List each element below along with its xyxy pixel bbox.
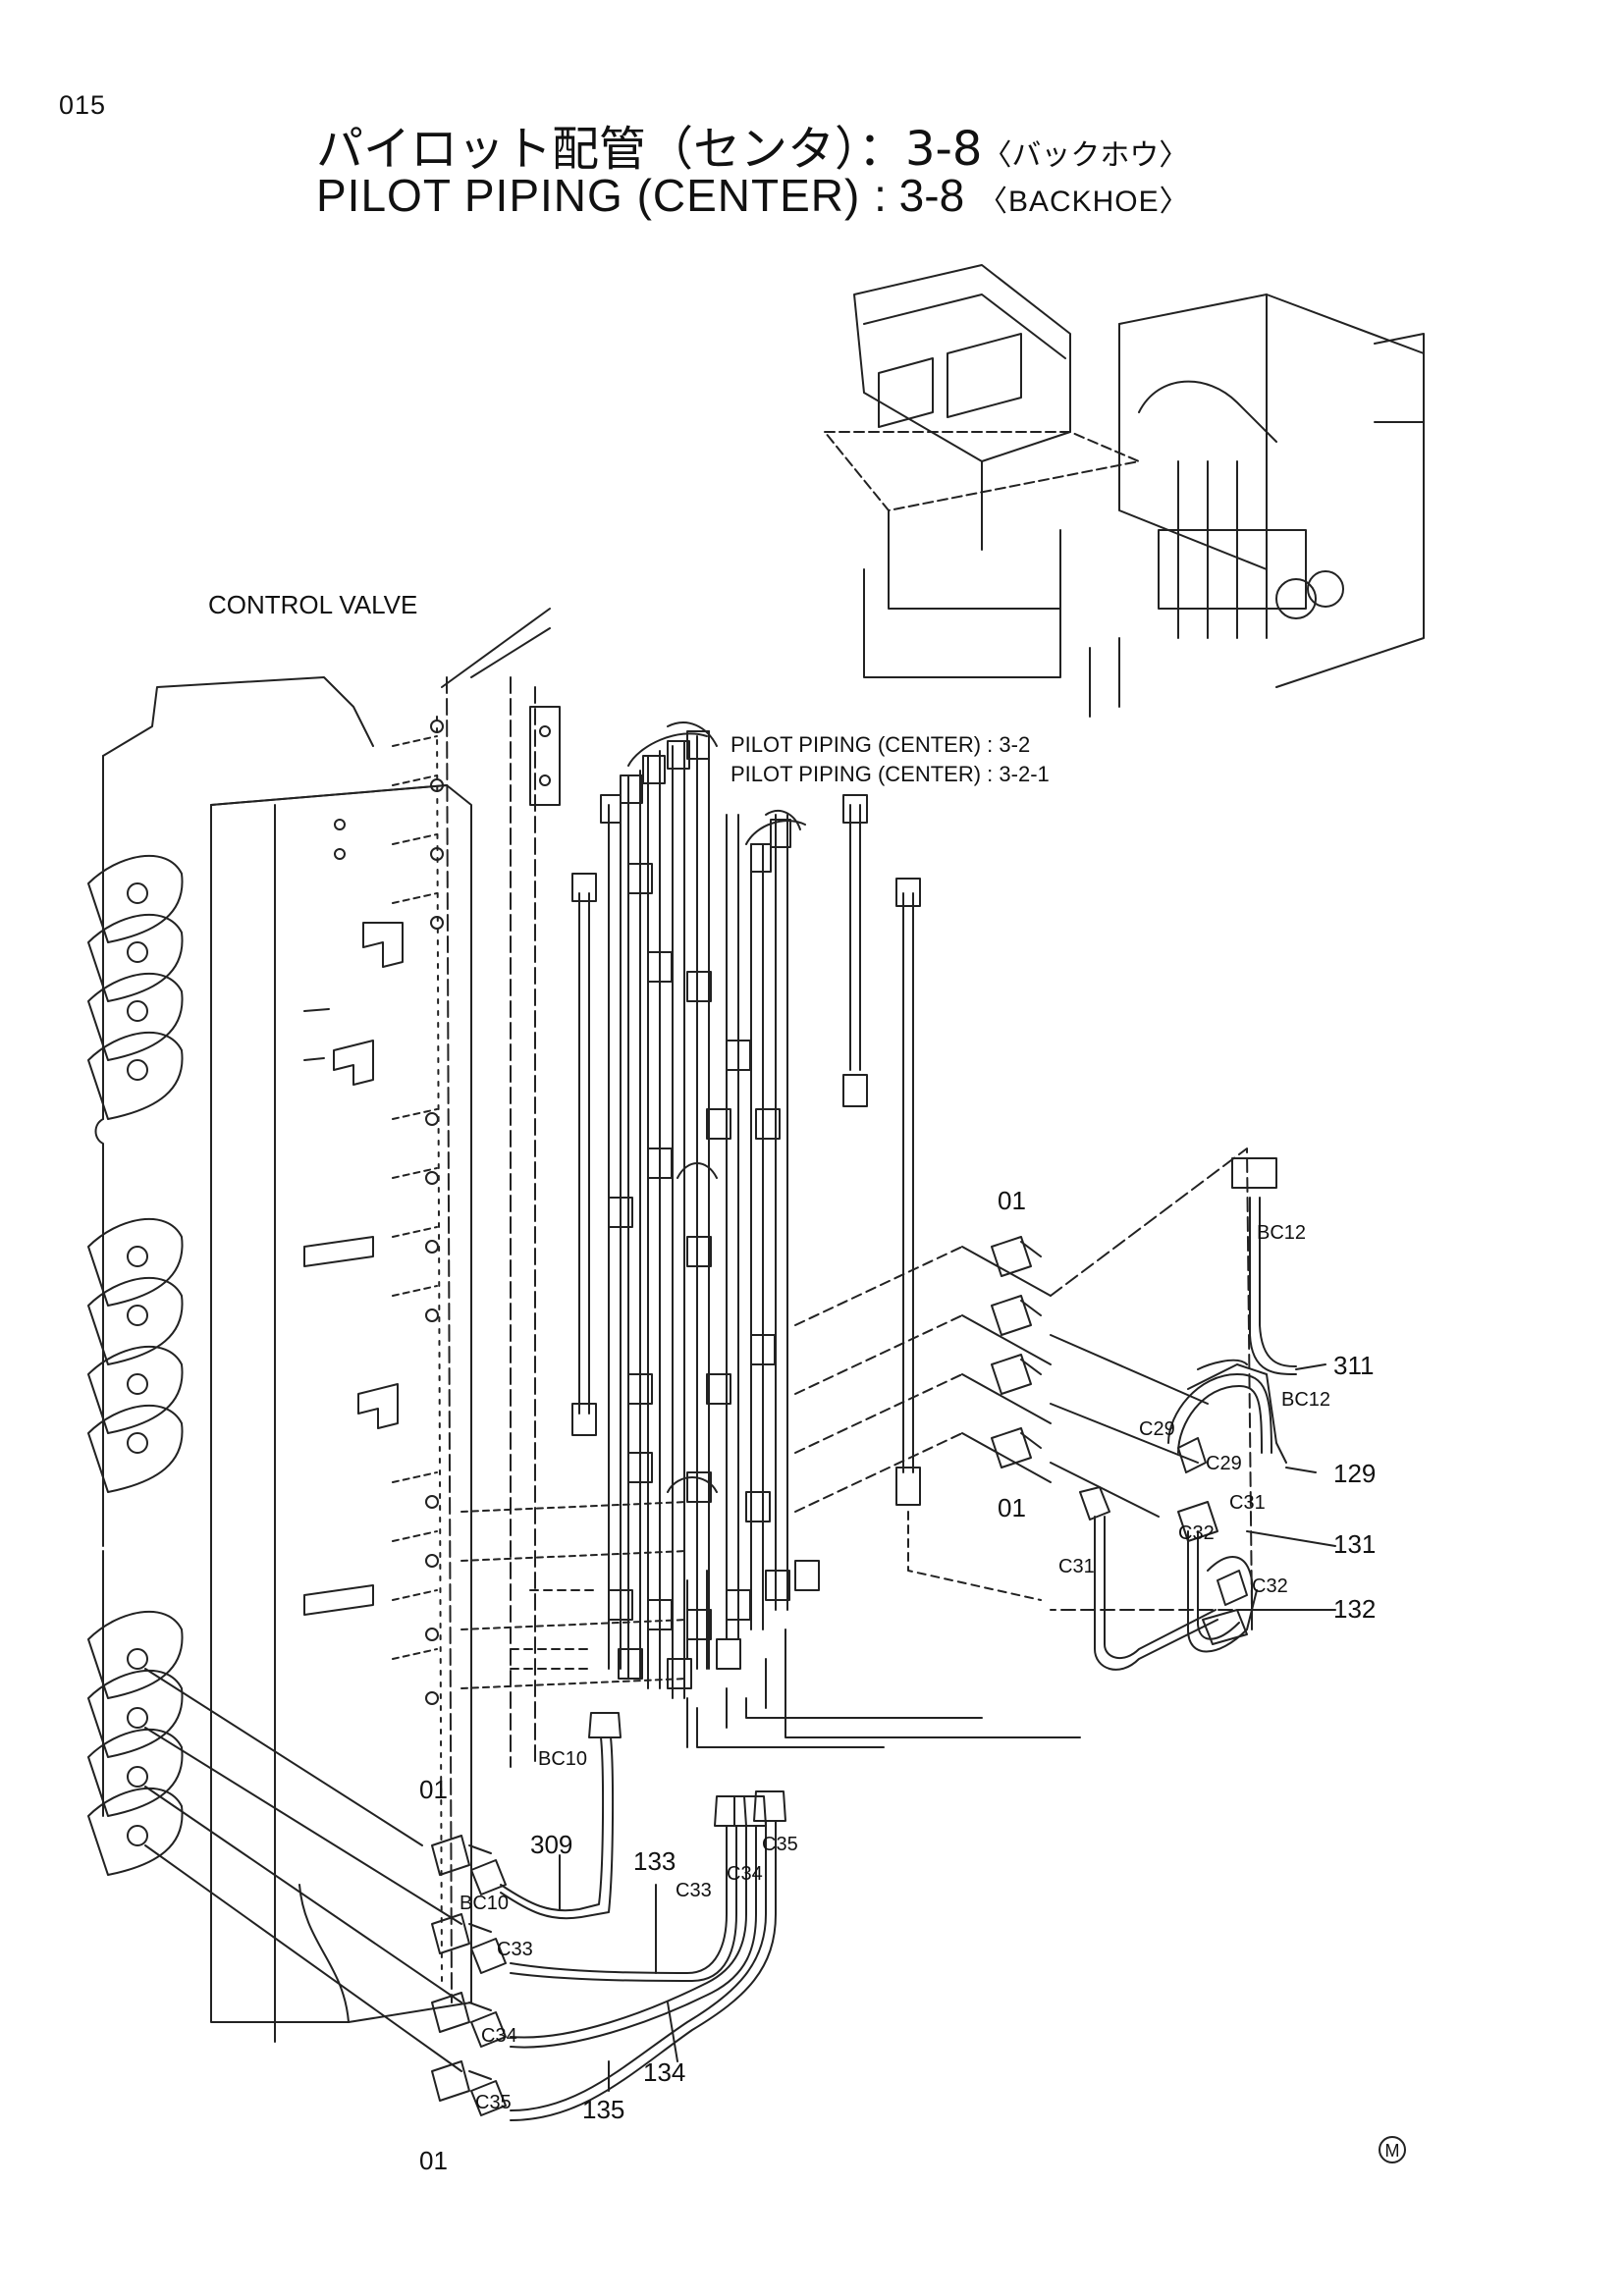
callout-309: 309 — [530, 1830, 572, 1859]
control-valve-label: CONTROL VALVE — [208, 590, 417, 619]
reference-label-3-2: PILOT PIPING (CENTER) : 3-2 — [730, 732, 1030, 757]
connector-c29-a: C29 — [1139, 1418, 1175, 1440]
callout-129: 129 — [1333, 1459, 1376, 1488]
connector-c33-bottom: C33 — [497, 1939, 533, 1960]
right-bracket-group — [794, 1148, 1297, 1671]
connector-bc10-bottom: BC10 — [460, 1893, 509, 1914]
title-english: PILOT PIPING (CENTER) : 3-8 〈BACKHOE〉 — [316, 169, 1190, 222]
callout-01-left: 01 — [419, 1775, 448, 1804]
callout-133: 133 — [633, 1846, 676, 1876]
callout-01-bottom-left: 01 — [419, 2146, 448, 2175]
title-jp-code: ：3-8 — [858, 122, 983, 177]
callout-01-top: 01 — [998, 1186, 1026, 1215]
reference-label-3-2-1: PILOT PIPING (CENTER) : 3-2-1 — [730, 762, 1050, 786]
connector-c34-bottom: C34 — [481, 2025, 517, 2047]
callout-01-bottom-right: 01 — [998, 1493, 1026, 1522]
title-en-main: PILOT PIPING (CENTER) — [316, 170, 861, 221]
title-jp-sub: 〈バックホウ〉 — [982, 138, 1189, 173]
connector-c35-bottom: C35 — [475, 2092, 512, 2113]
connector-c32-a: C32 — [1178, 1522, 1215, 1544]
manufacturer-mark: M — [1379, 2136, 1406, 2163]
title-jp-main: パイロット配管（センタ） — [316, 122, 859, 177]
title-en-sub: 〈BACKHOE〉 — [977, 186, 1190, 218]
connector-c31-a: C31 — [1229, 1492, 1266, 1514]
connector-c35-top: C35 — [762, 1834, 798, 1855]
lower-pipes-group — [144, 1363, 1336, 2121]
callout-132: 132 — [1333, 1594, 1376, 1624]
connector-c33-top: C33 — [676, 1880, 712, 1901]
title-en-code: : 3-8 — [874, 170, 965, 221]
callout-131: 131 — [1333, 1529, 1376, 1559]
connector-c31-b: C31 — [1058, 1556, 1095, 1577]
callout-311: 311 — [1333, 1351, 1374, 1380]
callout-135: 135 — [582, 2095, 624, 2124]
connector-c34-top: C34 — [727, 1863, 763, 1885]
control-valve-body — [87, 608, 688, 2043]
machine-overview — [824, 264, 1425, 718]
loose-pipes — [571, 794, 1042, 1601]
title-japanese: パイロット配管（センタ）：3-8〈バックホウ〉 — [316, 110, 1188, 179]
connector-bc10-top: BC10 — [538, 1748, 587, 1770]
callout-134: 134 — [643, 2057, 685, 2087]
connector-c29-b: C29 — [1206, 1453, 1242, 1474]
connector-bc12-top: BC12 — [1257, 1222, 1306, 1244]
connector-bc12-mid: BC12 — [1281, 1389, 1330, 1411]
pilot-pipe-bundle — [510, 721, 1081, 1748]
page-number: 015 — [59, 90, 107, 120]
manufacturer-mark-letter: M — [1385, 2141, 1400, 2161]
connector-c32-b: C32 — [1252, 1575, 1288, 1597]
